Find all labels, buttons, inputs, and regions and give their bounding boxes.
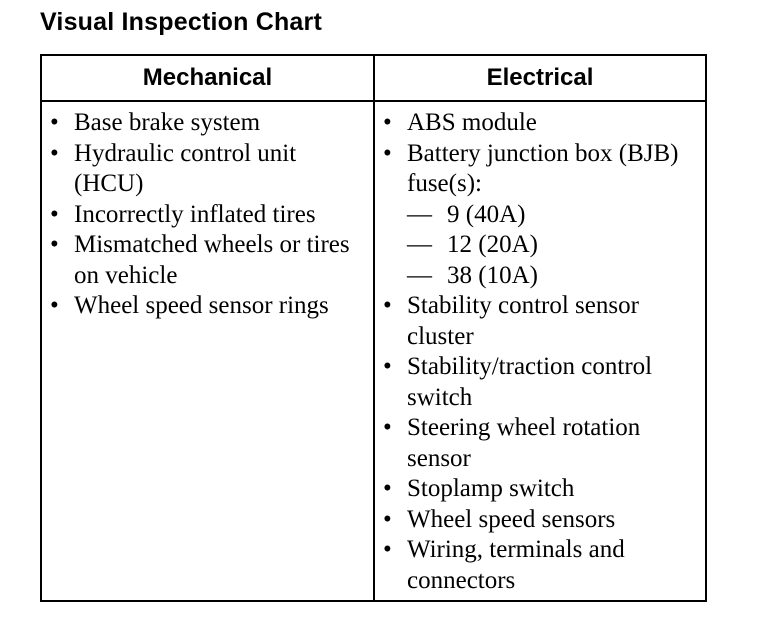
bullet-icon: •	[383, 475, 392, 502]
item-text: Wheel speed sensors	[407, 505, 616, 533]
fuse-text: 38 (10A)	[447, 261, 538, 289]
item-text: Hydraulic control unit (HCU)	[74, 139, 297, 198]
list-item: • Stability/traction control switch	[383, 352, 701, 413]
bullet-icon: •	[383, 414, 392, 441]
item-text: Stoplamp switch	[407, 475, 575, 502]
list-item: • Incorrectly inflated tires	[50, 200, 366, 231]
item-text: ABS module	[407, 109, 537, 136]
bullet-icon: •	[50, 139, 59, 167]
item-text: Wheel speed sensor rings	[74, 292, 329, 319]
item-text: Mismatched wheels or tires on vehicle	[74, 231, 350, 289]
dash-icon: —	[407, 200, 432, 228]
list-item: • ABS module	[383, 108, 701, 139]
list-item: • Steering wheel rotation sensor	[383, 413, 701, 474]
bullet-icon: •	[383, 353, 392, 380]
list-item: • Base brake system	[50, 108, 366, 139]
electrical-list: • ABS module • Battery junction box (BJB) …	[383, 108, 701, 596]
bullet-icon: •	[383, 109, 392, 136]
item-text: Battery junction box (BJB) fuse(s):	[407, 139, 679, 198]
bullet-icon: •	[383, 292, 392, 319]
list-item: • Stoplamp switch	[383, 474, 701, 505]
bullet-icon: •	[50, 200, 59, 228]
bullet-icon: •	[383, 505, 392, 533]
fuse-text: 9 (40A)	[447, 200, 526, 228]
mechanical-header: Mechanical	[142, 64, 273, 91]
fuse-item: — 38 (10A)	[383, 261, 701, 292]
dash-icon: —	[407, 261, 432, 289]
list-item: • Wheel speed sensors	[383, 505, 701, 536]
fuse-item: — 12 (20A)	[383, 230, 701, 261]
list-item: • Battery junction box (BJB) fuse(s):	[383, 139, 701, 200]
bullet-icon: •	[50, 231, 59, 258]
mechanical-list: • Base brake system • Hydraulic control un…	[50, 108, 366, 322]
list-item: • Wheel speed sensor rings	[50, 291, 366, 322]
inspection-table: Mechanical Electrical • Base brake system…	[40, 54, 707, 602]
item-text: Steering wheel rotation sensor	[407, 414, 641, 472]
column-divider	[373, 56, 375, 600]
item-text: Wiring, terminals and connectors	[407, 536, 625, 594]
item-text: Base brake system	[74, 109, 261, 136]
item-text: Stability/traction control switch	[407, 353, 653, 411]
item-text: Incorrectly inflated tires	[74, 200, 316, 228]
list-item: • Mismatched wheels or tires on vehicle	[50, 230, 366, 291]
bullet-icon: •	[50, 109, 59, 136]
list-item: • Hydraulic control unit (HCU)	[50, 139, 366, 200]
electrical-header: Electrical	[486, 64, 594, 91]
chart-title: Visual Inspection Chart	[40, 8, 322, 36]
dash-icon: —	[407, 231, 432, 258]
bullet-icon: •	[383, 139, 392, 167]
item-text: Stability control sensor cluster	[407, 292, 639, 350]
bullet-icon: •	[383, 536, 392, 563]
bullet-icon: •	[50, 292, 59, 319]
list-item: • Stability control sensor cluster	[383, 291, 701, 352]
list-item: • Wiring, terminals and connectors	[383, 535, 701, 596]
fuse-item: — 9 (40A)	[383, 200, 701, 231]
fuse-text: 12 (20A)	[447, 231, 538, 258]
